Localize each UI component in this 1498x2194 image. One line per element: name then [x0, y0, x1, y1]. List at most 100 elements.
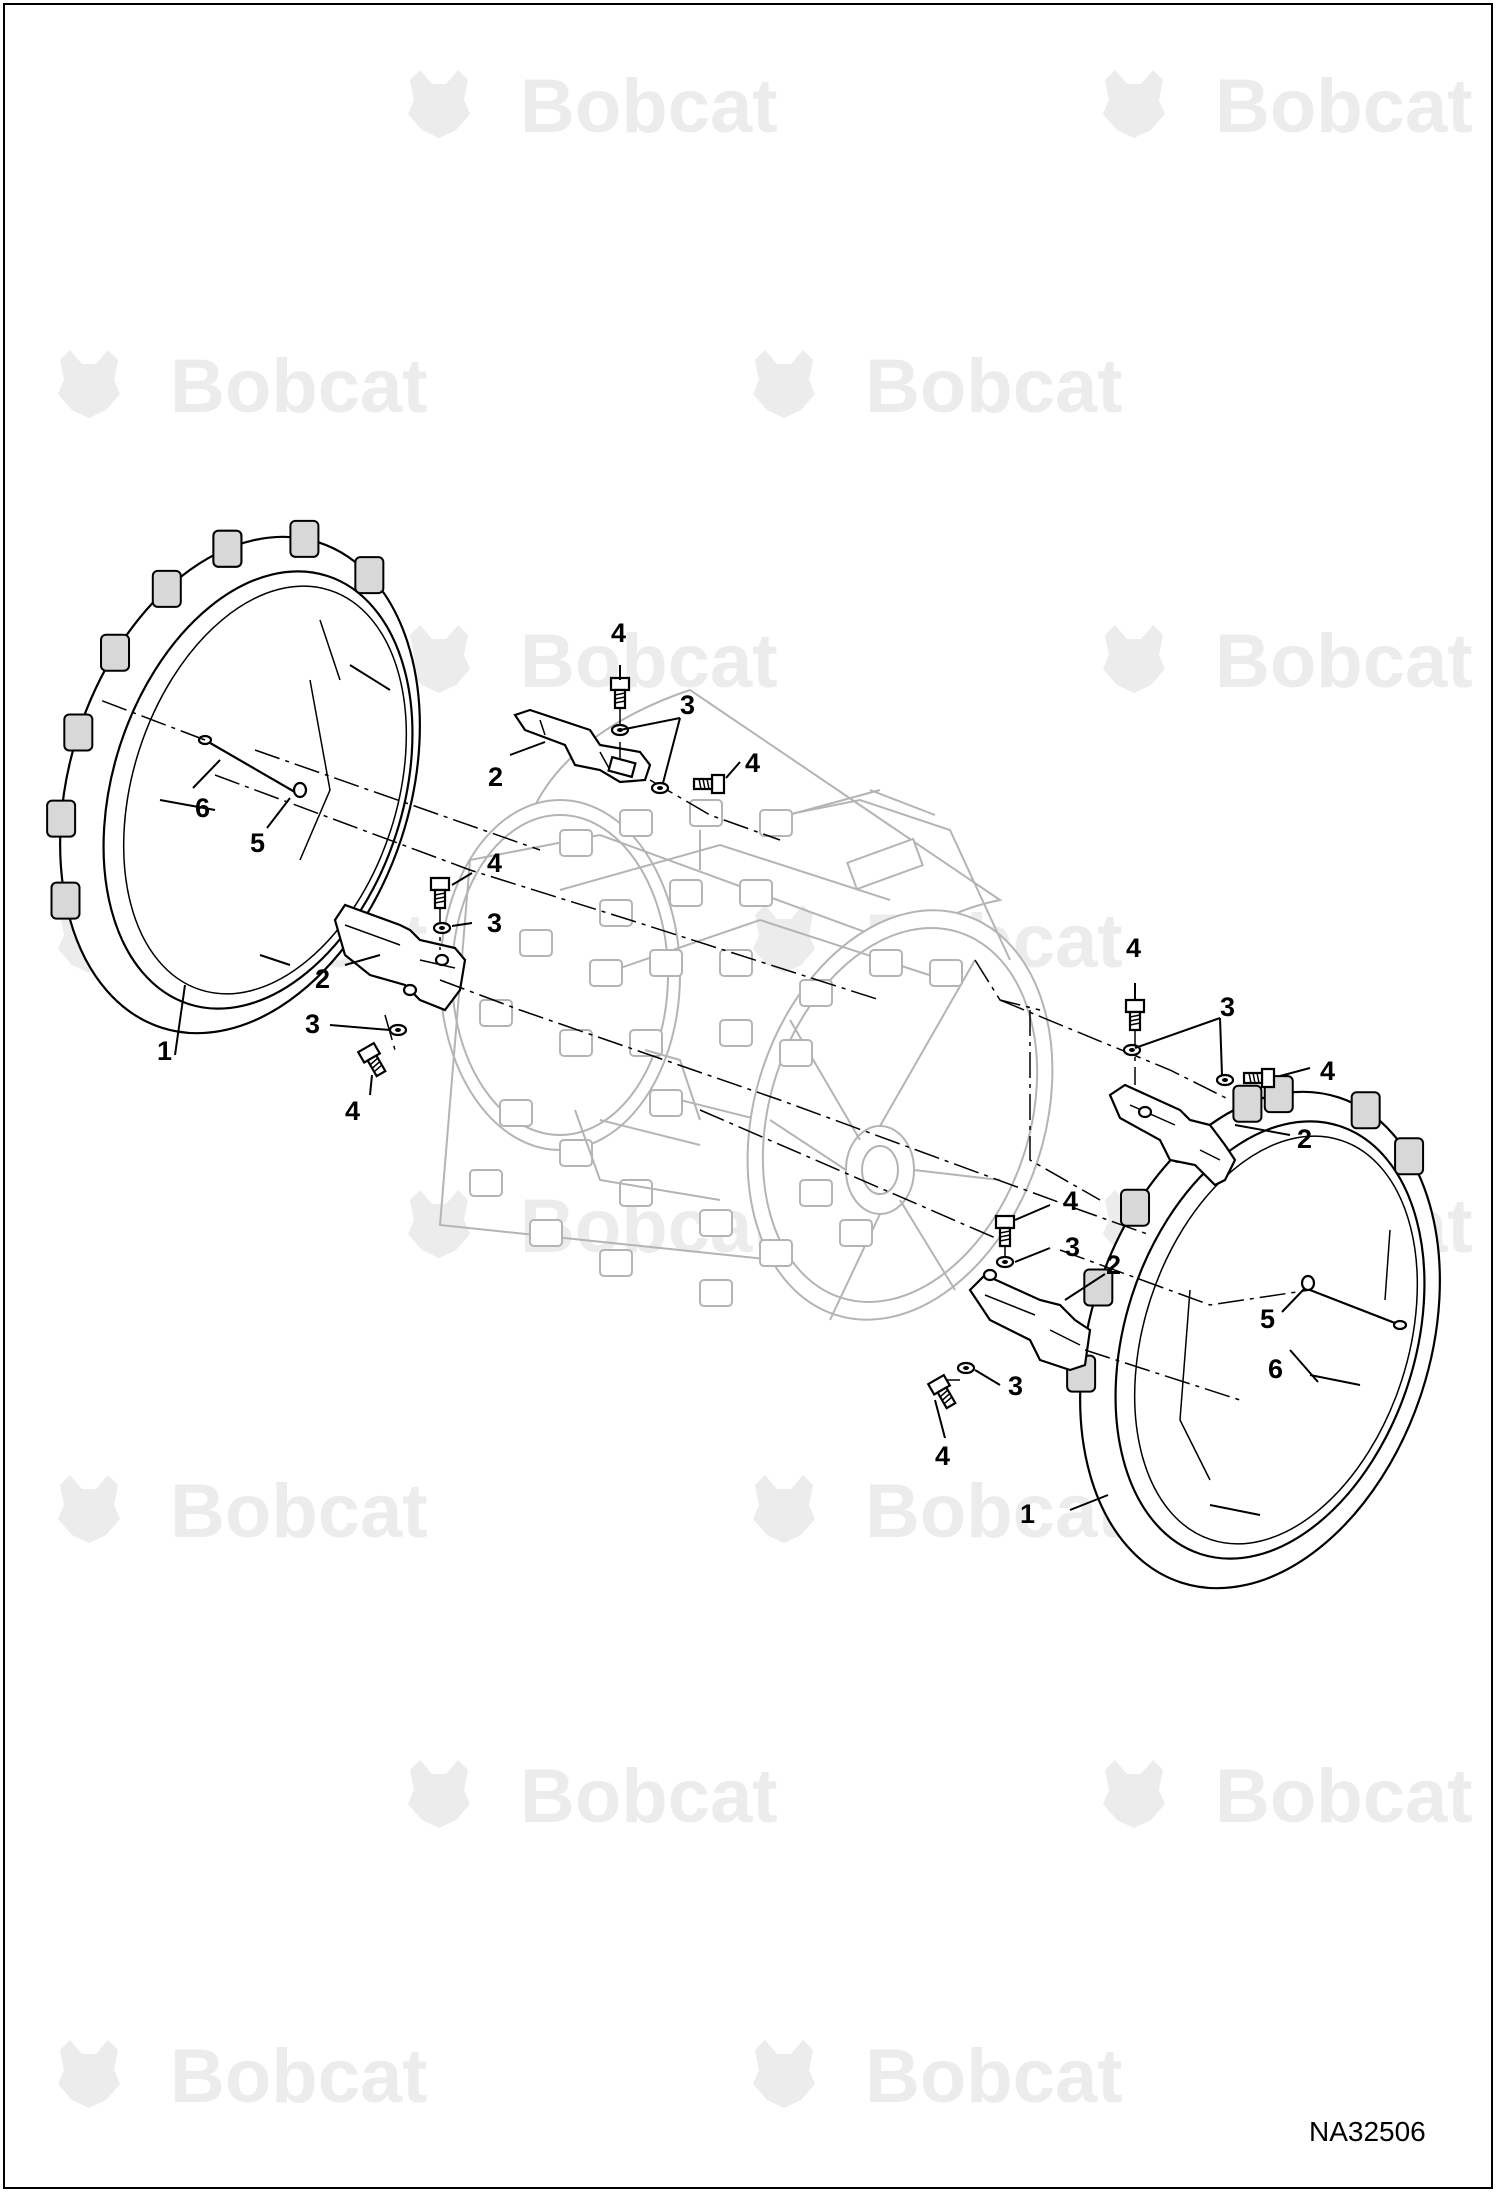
callout-bolt: 4 [935, 1441, 950, 1471]
ring-cleat [1350, 1091, 1381, 1130]
drum-pad [499, 1099, 533, 1127]
drum-pad [779, 1039, 813, 1067]
ring-cleat [212, 529, 243, 568]
bobcat-logo-icon [408, 1190, 470, 1258]
drum-pad [529, 1219, 563, 1247]
bobcat-logo-icon [408, 1760, 470, 1828]
callout-washer: 3 [1008, 1371, 1023, 1401]
drum-pad [519, 929, 553, 957]
watermark-text: Bobcat [865, 1469, 1123, 1554]
ring-cleat [63, 713, 94, 752]
bobcat-watermark: Bobcat [753, 1469, 1123, 1554]
drum-pad [629, 1029, 663, 1057]
callout-bolt: 4 [1126, 933, 1141, 963]
bobcat-watermark: Bobcat [408, 64, 778, 149]
bobcat-watermark: Bobcat [753, 2034, 1123, 2119]
drum-pad [589, 959, 623, 987]
callout-bolt: 4 [611, 618, 626, 648]
callout-bar: 2 [1297, 1124, 1312, 1154]
watermark-text: Bobcat [865, 2034, 1123, 2119]
callout-bar: 2 [1106, 1250, 1121, 1280]
watermark-text: Bobcat [170, 344, 428, 429]
drum-pad [649, 1089, 683, 1117]
drum-pad [839, 1219, 873, 1247]
washer-icon [432, 921, 452, 935]
bobcat-watermark: Bobcat [753, 344, 1123, 429]
bobcat-logo-icon [753, 1475, 815, 1543]
drum-pad [759, 809, 793, 837]
bobcat-logo-icon [753, 2040, 815, 2108]
bobcat-logo-icon [1103, 625, 1165, 693]
callout-washer: 3 [305, 1009, 320, 1039]
leader-lines [174, 665, 1319, 1511]
scraper-bar-top [513, 708, 652, 784]
callout-washer: 3 [1220, 992, 1235, 1022]
bolt-icon [1124, 998, 1146, 1032]
ring-cleat [354, 556, 385, 595]
watermark-text: Bobcat [520, 64, 778, 149]
drum-pad [469, 1169, 503, 1197]
bolt-icon [429, 876, 451, 910]
scraper-bar-left [333, 903, 467, 1012]
bolt-icon [692, 773, 726, 795]
callout-washer: 3 [680, 690, 695, 720]
callout-stud: 6 [1268, 1354, 1283, 1384]
callout-washer: 3 [1065, 1232, 1080, 1262]
washer-icon [956, 1361, 976, 1375]
ring-cleat [1394, 1137, 1425, 1176]
ring-cleat [50, 881, 81, 920]
bobcat-logo-icon [753, 350, 815, 418]
ring-cleat [100, 633, 131, 672]
callout-nut: 5 [250, 828, 265, 858]
scraper-bar-right-bottom [968, 1268, 1092, 1372]
drum-pad [699, 1209, 733, 1237]
bolt-icon [357, 1042, 390, 1080]
bobcat-watermark: Bobcat [1103, 64, 1473, 149]
watermark-text: Bobcat [1215, 1754, 1473, 1839]
callout-ring: 1 [1020, 1499, 1035, 1529]
callout-bar: 2 [488, 762, 503, 792]
washer-icon [995, 1255, 1015, 1269]
callout-bolt: 4 [1063, 1186, 1078, 1216]
drum-pad [799, 979, 833, 1007]
callout-bolt: 4 [345, 1096, 360, 1126]
drum-pad [559, 829, 593, 857]
bobcat-watermark: Bobcat [58, 344, 428, 429]
drum-pad [599, 1249, 633, 1277]
drum-pad [869, 949, 903, 977]
watermark-text: Bobcat [1215, 64, 1473, 149]
drum-pad [479, 999, 513, 1027]
bolt-icon [1242, 1067, 1276, 1089]
drum-pad [669, 879, 703, 907]
ring-cleat [1232, 1084, 1263, 1123]
bobcat-logo-icon [408, 70, 470, 138]
bobcat-watermark: Bobcat [408, 619, 778, 704]
watermark-text: Bobcat [170, 1469, 428, 1554]
callout-bolt: 4 [487, 848, 502, 878]
bobcat-logo-icon [58, 2040, 120, 2108]
callout-nut: 5 [1260, 1304, 1275, 1334]
drum-pad [759, 1239, 793, 1267]
ring-cleat [1120, 1188, 1151, 1227]
watermark-text: Bobcat [1215, 619, 1473, 704]
drum-pad [719, 1019, 753, 1047]
scraper-bar-right-top [1108, 1083, 1237, 1187]
ring-cleat [151, 569, 182, 608]
bobcat-watermark: Bobcat [1103, 619, 1473, 704]
drum-pad [929, 959, 963, 987]
bobcat-logo-icon [1103, 70, 1165, 138]
watermark-text: Bobcat [520, 1754, 778, 1839]
drum-pad [619, 809, 653, 837]
bobcat-logo-icon [1103, 1760, 1165, 1828]
washer-icon [388, 1023, 408, 1037]
ring-cleat [289, 519, 320, 558]
callout-stud: 6 [195, 793, 210, 823]
bobcat-logo-icon [58, 350, 120, 418]
callout-bolt: 4 [745, 748, 760, 778]
figure-number: NA32506 [1309, 2116, 1426, 2147]
callout-bar: 2 [315, 964, 330, 994]
drum-pad [739, 879, 773, 907]
callout-bolt: 4 [1320, 1056, 1335, 1086]
bobcat-watermark: Bobcat [408, 1754, 778, 1839]
